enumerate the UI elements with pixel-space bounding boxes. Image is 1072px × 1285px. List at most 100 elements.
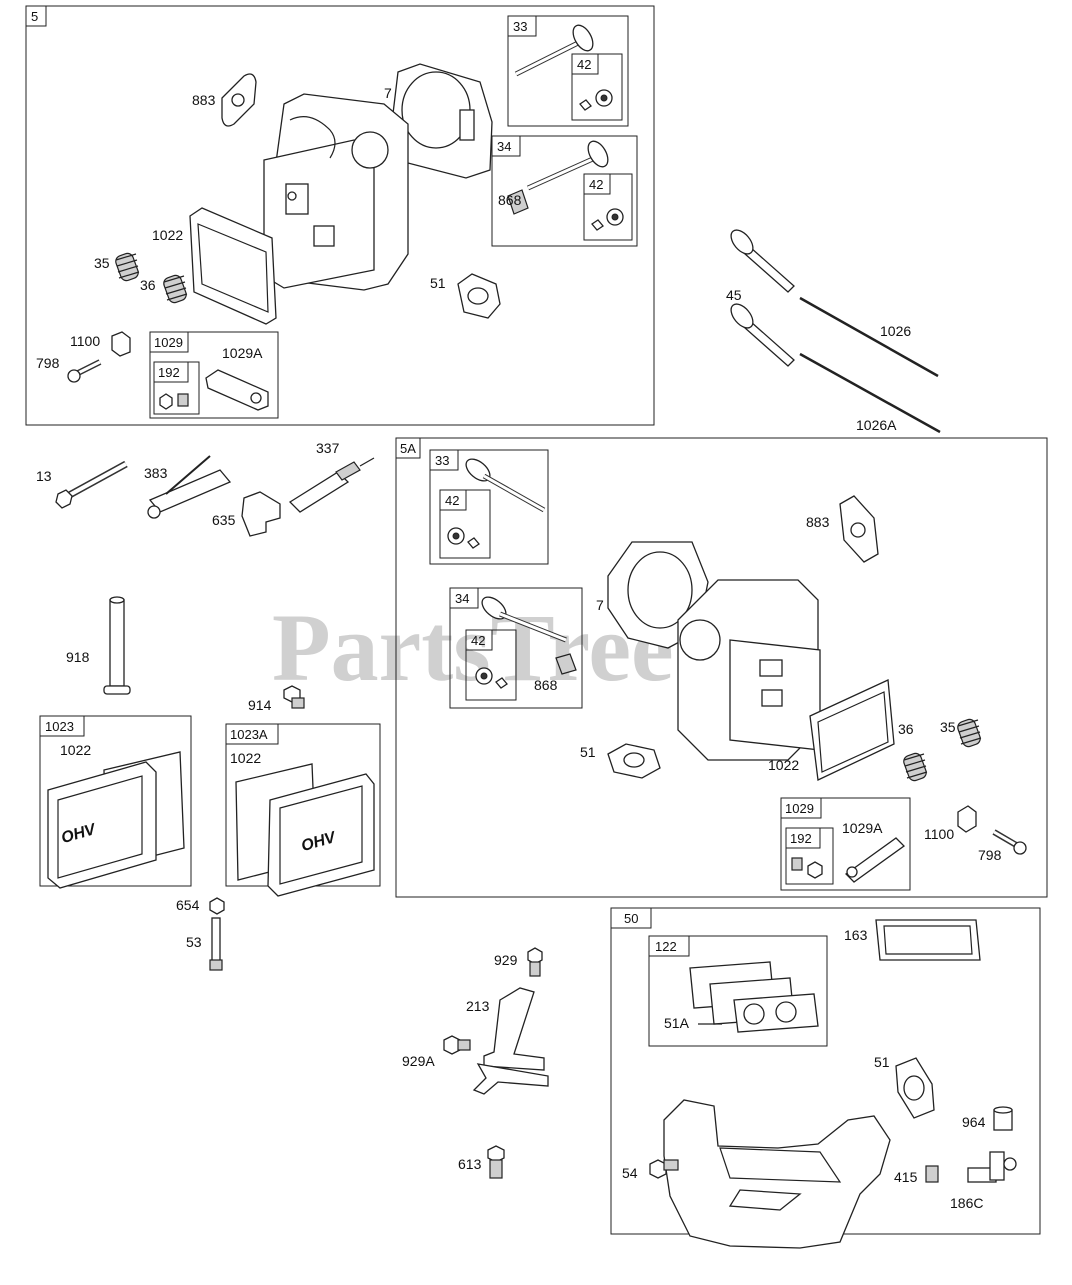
push-rod-1026[interactable]: [799, 296, 939, 378]
label-654: 654: [176, 897, 200, 913]
valve-seal-868b[interactable]: [555, 653, 577, 675]
screw-798[interactable]: [67, 359, 102, 383]
valve-cap-1100[interactable]: [111, 331, 131, 357]
valve-spring-36b[interactable]: [902, 752, 928, 783]
label-7: 7: [384, 85, 392, 101]
tappet-45-lower[interactable]: [727, 300, 795, 367]
intake-gasket-set-51a[interactable]: [689, 961, 819, 1033]
label-868: 868: [498, 192, 522, 208]
label-798: 798: [36, 355, 60, 371]
label-51a: 51A: [664, 1015, 690, 1031]
group-1029-frame: [149, 331, 279, 419]
label-1022-c: 1022: [60, 742, 91, 758]
screw-929a[interactable]: [443, 1035, 471, 1055]
group-42a-tag-box: [571, 53, 599, 75]
group-42a-tag: 42: [577, 57, 591, 72]
rocker-cover-gasket-1022[interactable]: [189, 207, 277, 325]
screw-54[interactable]: [649, 1159, 679, 1179]
push-rod-1026a[interactable]: [799, 352, 941, 434]
rocker-nut-192[interactable]: [159, 393, 189, 410]
group-1029-tag-box: [149, 331, 189, 353]
label-51-b: 51: [580, 744, 596, 760]
fitting-964[interactable]: [993, 1106, 1013, 1131]
screw-613[interactable]: [487, 1145, 505, 1179]
rocker-cover-left[interactable]: OHV: [47, 761, 157, 889]
group-1023a-tag-box: [225, 723, 279, 745]
valve-spring-36[interactable]: [162, 274, 188, 305]
cylinder-head-b[interactable]: [677, 579, 821, 761]
fitting-415[interactable]: [925, 1165, 939, 1183]
tappet-45-upper[interactable]: [727, 226, 795, 293]
dipstick-tube-918[interactable]: [103, 596, 131, 695]
valve-spring-35b[interactable]: [956, 718, 982, 749]
valve-cap-1100b[interactable]: [957, 805, 977, 833]
exhaust-gasket-51c[interactable]: [895, 1057, 935, 1119]
exhaust-gasket-51b[interactable]: [607, 743, 661, 779]
spark-plug-boot-635[interactable]: [241, 491, 281, 537]
label-883: 883: [192, 92, 216, 108]
label-13: 13: [36, 468, 52, 484]
label-798-b: 798: [978, 847, 1002, 863]
group-34b-tag-box: [449, 587, 479, 609]
gasket-163[interactable]: [875, 919, 981, 961]
label-213: 213: [466, 998, 490, 1014]
label-45: 45: [726, 287, 742, 303]
valve-spring-35[interactable]: [114, 252, 140, 283]
watermark: PartsTree: [272, 594, 674, 701]
valve-keeper-42d[interactable]: [475, 667, 508, 689]
cylinder-head[interactable]: [263, 93, 409, 291]
group-33b-tag-box: [429, 449, 459, 471]
label-1100: 1100: [70, 333, 100, 349]
screw-798b[interactable]: [992, 829, 1027, 855]
group-5-frame: [25, 5, 655, 426]
group-33-frame: [507, 15, 629, 127]
group-34-tag-box: [491, 135, 521, 157]
rocker-cover-right[interactable]: OHV: [267, 773, 375, 897]
bracket-213[interactable]: [472, 987, 549, 1095]
group-1029b-tag-box: [780, 797, 822, 819]
group-33b-tag: 33: [435, 453, 449, 468]
label-918: 918: [66, 649, 90, 665]
elbow-fitting-186c[interactable]: [967, 1151, 1017, 1183]
rocker-arm-1029a[interactable]: [205, 369, 269, 411]
label-1022: 1022: [152, 227, 183, 243]
group-33-tag-box: [507, 15, 537, 37]
screw-914[interactable]: [283, 685, 305, 709]
head-gasket-7[interactable]: [391, 63, 493, 179]
exhaust-valve-34b[interactable]: [478, 593, 567, 643]
rocker-nut-192b[interactable]: [791, 857, 823, 879]
label-929a: 929A: [402, 1053, 435, 1069]
exhaust-valve-34[interactable]: [526, 138, 612, 191]
label-635: 635: [212, 512, 236, 528]
label-613: 613: [458, 1156, 482, 1172]
breather-tube-383[interactable]: [147, 455, 232, 519]
bolt-13[interactable]: [55, 460, 128, 509]
label-1029a-b: 1029A: [842, 820, 883, 836]
label-964: 964: [962, 1114, 986, 1130]
valve-keeper-42c[interactable]: [447, 527, 480, 549]
group-192b-tag: 192: [790, 831, 812, 846]
label-35: 35: [94, 255, 110, 271]
nut-654[interactable]: [209, 897, 225, 915]
valve-keeper-42[interactable]: [579, 89, 613, 111]
intake-valve-33b[interactable]: [462, 455, 546, 513]
group-1029b-frame: [780, 797, 911, 891]
exhaust-gasket-51[interactable]: [457, 273, 501, 319]
spark-plug-337[interactable]: [288, 457, 375, 513]
label-51-c: 51: [874, 1054, 890, 1070]
group-42d-tag: 42: [471, 633, 485, 648]
intake-manifold[interactable]: [663, 1099, 891, 1249]
group-1023-frame: [39, 715, 192, 887]
valve-seal-868[interactable]: [507, 189, 529, 215]
label-35-b: 35: [940, 719, 956, 735]
rocker-arm-1029ab[interactable]: [844, 837, 906, 883]
label-163: 163: [844, 927, 868, 943]
intake-valve-33[interactable]: [514, 22, 597, 77]
label-1026: 1026: [880, 323, 911, 339]
stud-53[interactable]: [209, 917, 223, 971]
valve-keeper-42b[interactable]: [591, 208, 624, 231]
screw-929[interactable]: [527, 947, 543, 977]
intake-gasket-883b[interactable]: [839, 495, 879, 563]
label-337: 337: [316, 440, 340, 456]
rocker-cover-gasket-1022b[interactable]: [809, 679, 895, 781]
